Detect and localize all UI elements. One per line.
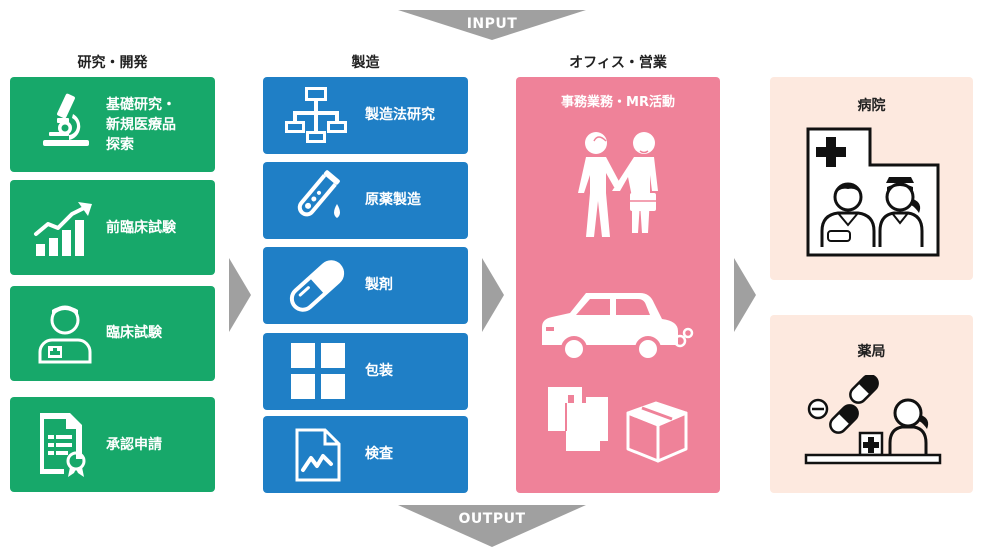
research-card-preclinical: 前臨床試験 (10, 180, 215, 275)
patient-icon (38, 305, 92, 364)
flow-chevron-1 (229, 258, 251, 332)
growth-chart-icon (34, 202, 92, 256)
manufacturing-card-formulation: 製剤 (263, 247, 468, 324)
manufacturing-card-method: 製造法研究 (263, 77, 468, 154)
hospital-icon (806, 127, 940, 257)
office-heading: オフィス・営業 (569, 55, 667, 71)
pharmacy-icon (804, 375, 942, 465)
research-label-approval: 承認申請 (106, 437, 162, 453)
output-arrow-shape (398, 505, 586, 547)
office-panel: 事務業務・MR活動 (516, 77, 720, 493)
capsule-icon (289, 260, 345, 312)
hospital-panel: 病院 (770, 77, 973, 280)
microscope-icon (43, 93, 89, 146)
research-card-approval: 承認申請 (10, 397, 215, 492)
research-label-clinical: 臨床試験 (106, 325, 162, 341)
research-card-clinical: 臨床試験 (10, 286, 215, 381)
input-banner: INPUT (398, 10, 586, 40)
output-label: OUTPUT (458, 511, 526, 527)
boxes-icon (548, 387, 688, 463)
manufacturing-label-api: 原薬製造 (365, 192, 421, 208)
manufacturing-card-api: 原薬製造 (263, 162, 468, 239)
input-label: INPUT (466, 16, 518, 32)
flow-chevron-2 (482, 258, 504, 332)
pharmacy-title: 薬局 (857, 344, 886, 360)
hospital-title: 病院 (857, 98, 886, 114)
grid-package-icon (291, 343, 345, 399)
car-icon (542, 293, 694, 362)
test-tube-icon (297, 170, 340, 218)
inspection-document-icon (295, 428, 341, 482)
manufacturing-card-inspection: 検査 (263, 416, 468, 493)
research-label-preclinical: 前臨床試験 (106, 220, 176, 236)
flowchart-icon (285, 87, 347, 143)
research-heading: 研究・開発 (77, 55, 148, 71)
research-card-basic: 基礎研究・ 新規医療品 探索 (10, 77, 215, 172)
manufacturing-label-packaging: 包装 (365, 363, 393, 379)
manufacturing-heading: 製造 (351, 55, 380, 71)
office-title: 事務業務・MR活動 (561, 95, 675, 110)
output-banner: OUTPUT (398, 505, 586, 547)
flow-chevron-3 (734, 258, 756, 332)
manufacturing-label-inspection: 検査 (365, 446, 393, 462)
research-label-basic: 基礎研究・ 新規医療品 探索 (106, 97, 176, 153)
certificate-icon (40, 413, 86, 477)
manufacturing-card-packaging: 包装 (263, 333, 468, 410)
manufacturing-label-method: 製造法研究 (365, 107, 435, 123)
handshake-icon (578, 132, 658, 237)
manufacturing-label-formulation: 製剤 (365, 277, 393, 293)
pharmacy-panel: 薬局 (770, 315, 973, 493)
input-arrow-shape (398, 10, 586, 40)
